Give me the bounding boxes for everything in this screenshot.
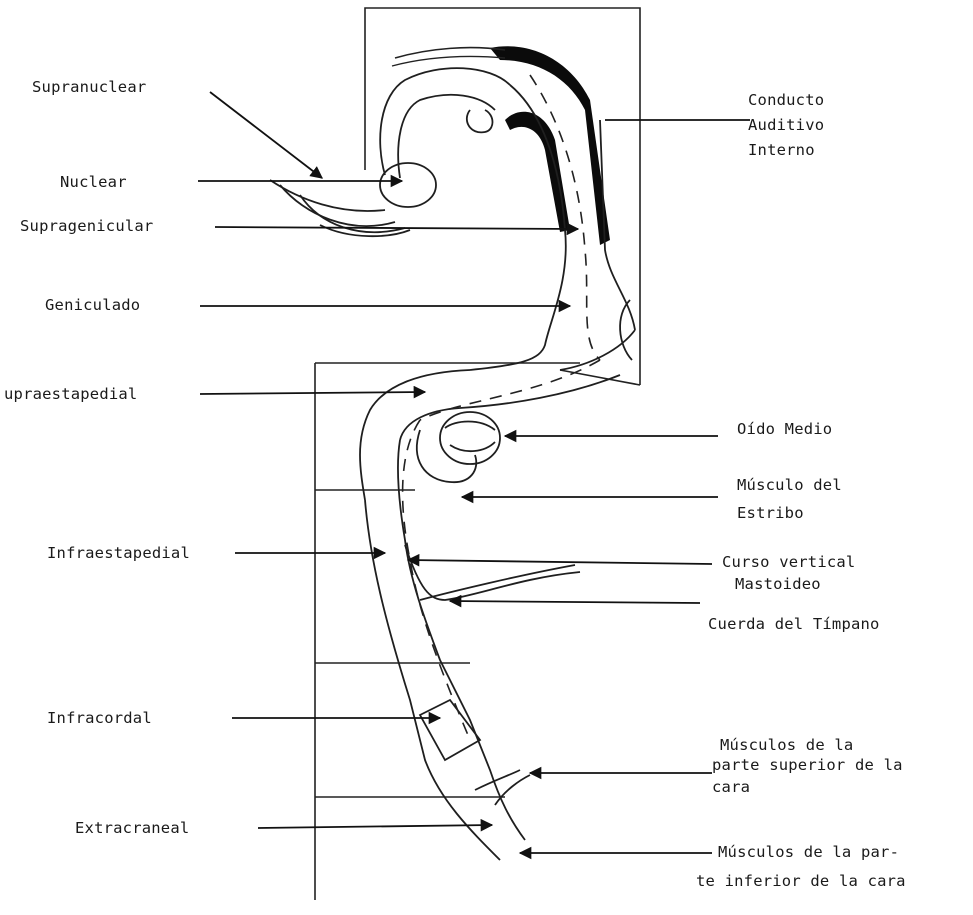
label-nuclear: Nuclear xyxy=(60,175,127,191)
leader-extracraneal xyxy=(258,825,492,828)
label-extracraneal: Extracraneal xyxy=(75,821,189,837)
label-geniculado: Geniculado xyxy=(45,298,140,314)
internal-auditory-canal xyxy=(392,46,610,245)
label-curso-vertical-line2: Mastoideo xyxy=(735,577,821,593)
label-musculo-estribo-line1: Músculo del xyxy=(737,478,842,494)
label-oido-medio: Oído Medio xyxy=(737,422,832,438)
label-infraestapedial: Infraestapedial xyxy=(47,546,190,562)
label-musculos-inf-line2: te inferior de la cara xyxy=(696,874,906,890)
label-musculos-sup-line3: cara xyxy=(712,780,750,796)
facial-nerve-course xyxy=(270,68,635,860)
label-musculos-sup-line1: Músculos de la xyxy=(720,738,853,754)
label-infracordal: Infracordal xyxy=(47,711,152,727)
leader-curso-vertical xyxy=(408,560,712,564)
leader-supranuclear xyxy=(210,92,322,178)
label-curso-vertical-line1: Curso vertical xyxy=(722,555,855,571)
label-supraestapedial: upraestapedial xyxy=(4,387,137,403)
leader-supragenicular xyxy=(215,227,578,229)
label-conducto-line2: Auditivo xyxy=(748,118,824,134)
label-musculo-estribo-line2: Estribo xyxy=(737,506,804,522)
label-conducto-line3: Interno xyxy=(748,143,815,159)
label-musculos-sup-line2: parte superior de la xyxy=(712,758,903,774)
label-supranuclear: Supranuclear xyxy=(32,80,146,96)
leader-supraestapedial xyxy=(200,392,425,394)
label-conducto-line1: Conducto xyxy=(748,93,824,109)
leader-cuerda-timpano xyxy=(450,601,700,603)
label-supragenicular: Supragenicular xyxy=(20,219,153,235)
label-musculos-inf-line1: Músculos de la par- xyxy=(718,845,899,861)
label-cuerda-timpano: Cuerda del Tímpano xyxy=(708,617,880,633)
